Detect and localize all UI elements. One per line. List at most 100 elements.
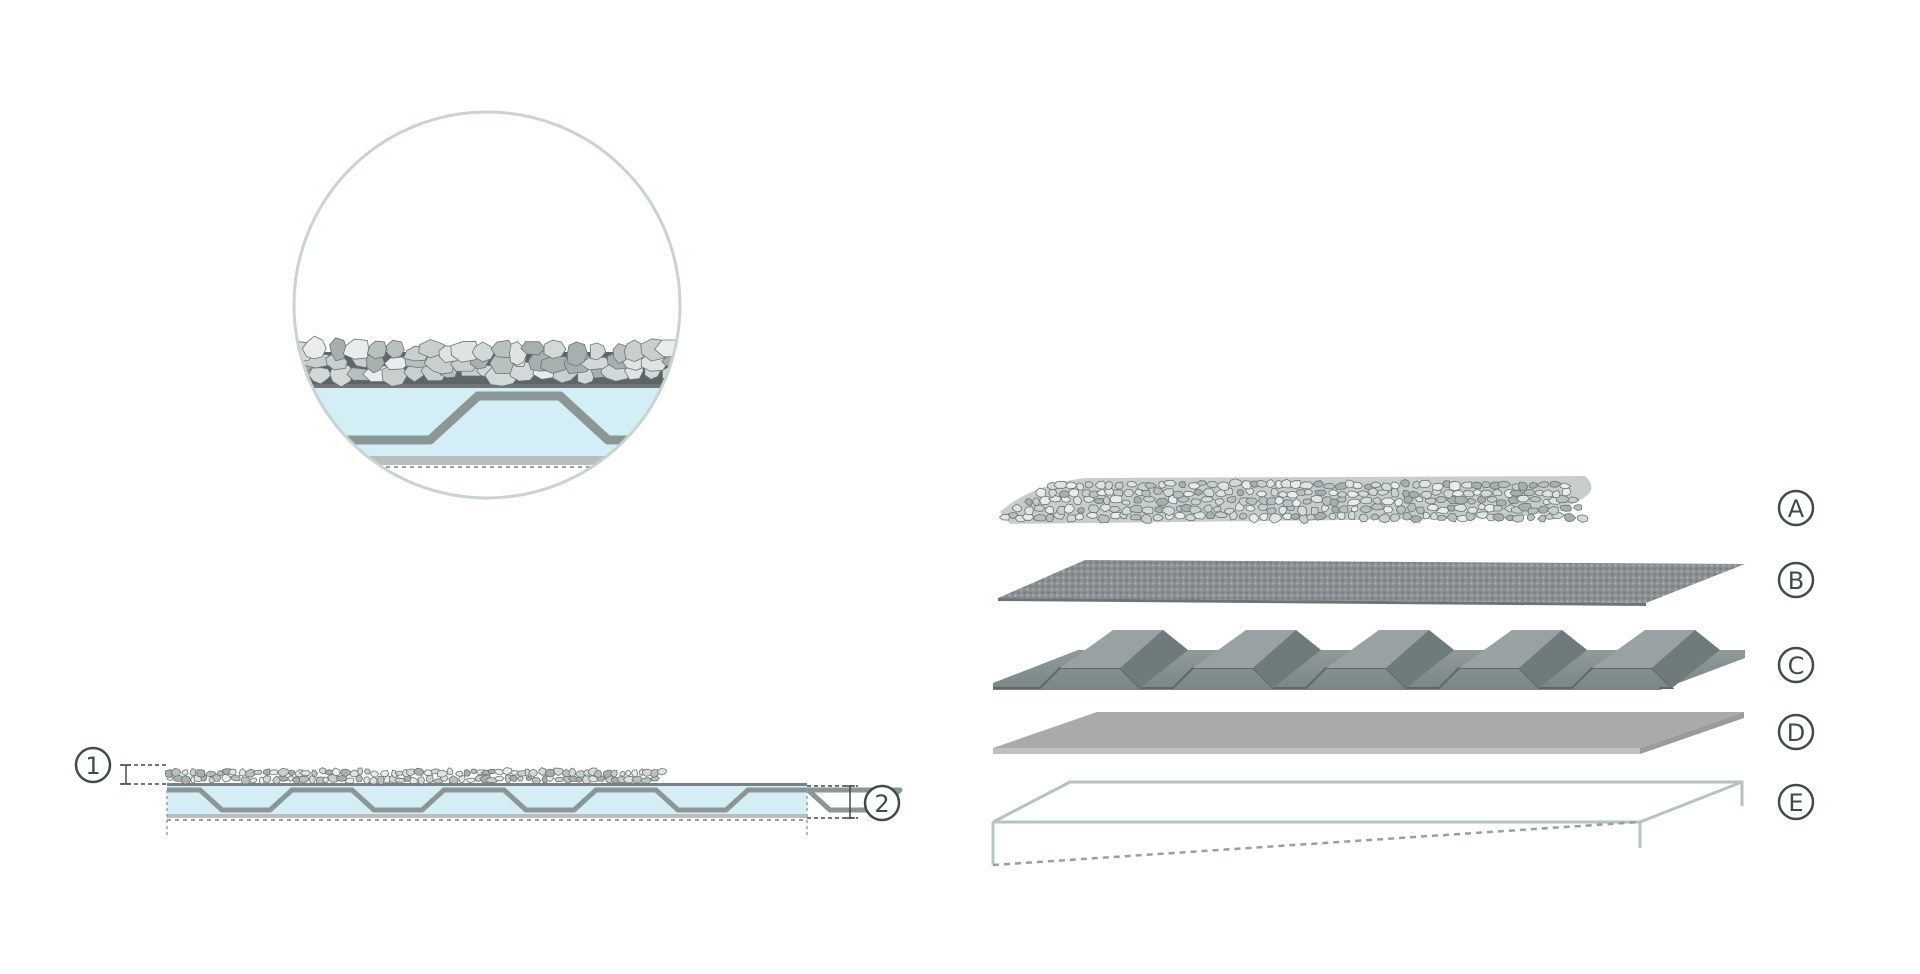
marker-c-label: C	[1788, 652, 1805, 680]
layer-a-gravel	[998, 476, 1592, 525]
layer-gravel-stone	[1427, 503, 1440, 511]
layer-gravel-stone	[1011, 503, 1023, 513]
section-gravel-stone	[345, 777, 355, 784]
layer-gravel-stone	[1359, 505, 1373, 514]
layer-gravel-stone	[1310, 494, 1324, 504]
profiled-sheet-rib	[1459, 630, 1562, 668]
section-gravel-stone	[311, 769, 318, 778]
layer-gravel-stone	[1280, 478, 1294, 489]
marker-d-label: D	[1787, 719, 1805, 747]
section-gravel-stone	[278, 767, 290, 778]
layer-gravel-stone	[1161, 505, 1176, 517]
layer-gravel-stone	[1249, 480, 1259, 488]
layer-gravel-stone	[1370, 513, 1380, 521]
layer-gravel-stone	[1302, 498, 1312, 505]
layer-gravel-stone	[1434, 496, 1448, 503]
layer-gravel-stone	[1162, 488, 1175, 498]
profiled-sheet-rib	[1060, 630, 1163, 668]
marker-a: A	[1777, 489, 1815, 527]
section-gravel-stone	[294, 769, 304, 778]
layer-gravel-stone	[1420, 490, 1432, 500]
layer-gravel-stone	[1350, 505, 1359, 513]
layer-gravel-stone	[1337, 491, 1348, 498]
layer-gravel-stone	[1270, 488, 1279, 497]
layer-gravel-stone	[1504, 514, 1516, 522]
layer-gravel-stone	[1203, 487, 1215, 497]
gravel-stone	[386, 339, 405, 359]
section-gravel-stone	[568, 767, 577, 777]
layer-gravel-stone	[1347, 498, 1361, 507]
layer-gravel-stone	[1453, 503, 1468, 512]
marker-2-label: 2	[874, 790, 889, 818]
layer-gravel-stone	[1526, 513, 1536, 522]
layer-gravel-stone	[1141, 489, 1151, 498]
section-gravel-stone	[446, 767, 454, 776]
layer-gravel-stone	[1275, 480, 1284, 489]
layer-gravel-stone	[1492, 488, 1503, 496]
layer-gravel-stone	[1228, 478, 1244, 487]
section-gravel-stone	[391, 769, 398, 778]
layer-gravel-stone	[1290, 480, 1302, 490]
layer-gravel-stone	[1528, 481, 1539, 489]
layer-gravel-stone	[1328, 489, 1339, 497]
section-gravel-stone	[630, 769, 639, 778]
layer-gravel-stone	[1549, 480, 1563, 488]
section-gravel-stone	[554, 776, 565, 783]
layer-gravel-stone	[1459, 481, 1474, 489]
layer-gravel-stone	[1406, 503, 1417, 513]
layer-gravel-stone	[1245, 497, 1258, 506]
layer-gravel-stone	[1496, 499, 1507, 507]
layer-gravel-stone	[1448, 480, 1461, 492]
zoom-detail	[292, 110, 682, 500]
profiled-sheet-rib	[1326, 630, 1429, 668]
layer-gravel-stone	[1303, 488, 1313, 496]
layer-gravel-stone	[1402, 489, 1411, 498]
layer-gravel-stone	[1081, 488, 1091, 498]
section-gravel-stone	[221, 773, 232, 783]
profiled-sheet-section	[294, 391, 680, 445]
section-gravel-stone	[593, 769, 603, 778]
section-gravel-stone	[298, 770, 312, 777]
layer-gravel-stone	[1063, 503, 1076, 514]
layer-gravel-stone	[1389, 481, 1401, 490]
layer-gravel-stone	[1236, 488, 1245, 497]
gravel-stone	[383, 356, 411, 371]
base-board	[294, 456, 670, 465]
section-gravel-stone	[575, 776, 584, 783]
section-gravel-stone	[268, 769, 279, 775]
layer-gravel-stone	[1152, 514, 1164, 522]
section-gravel-stone	[466, 777, 477, 784]
layer-gravel-stone	[1504, 489, 1514, 498]
layer-gravel-stone	[998, 513, 1011, 521]
section-gravel-stone	[318, 767, 327, 775]
layer-b-membrane	[998, 560, 1745, 606]
layer-gravel-stone	[1390, 487, 1400, 498]
section-membrane	[167, 783, 807, 786]
section-gravel-stone	[277, 775, 290, 782]
layer-gravel-stone	[1155, 497, 1170, 507]
layer-gravel-stone	[1290, 512, 1301, 521]
layer-gravel-stone	[1359, 496, 1372, 505]
marker-1-label: 1	[85, 752, 100, 780]
layer-gravel-stone	[1172, 490, 1185, 499]
layer-gravel-stone	[1409, 515, 1423, 523]
section-gravel-stone	[204, 770, 217, 778]
layer-gravel-stone	[1481, 481, 1492, 489]
layer-gravel-stone	[1121, 499, 1131, 506]
layer-gravel-stone	[1415, 495, 1424, 503]
layer-gravel-stone	[1529, 495, 1542, 503]
layer-gravel-stone	[1008, 511, 1019, 519]
layer-gravel-stone	[1559, 482, 1572, 490]
layer-gravel-stone	[1509, 489, 1525, 497]
layer-gravel-stone	[1380, 497, 1396, 506]
section-board	[167, 814, 807, 818]
gravel-stone	[520, 341, 545, 356]
layer-gravel-stone	[1576, 514, 1589, 523]
layer-gravel-stone	[1112, 489, 1124, 497]
layer-gravel-stone	[1178, 481, 1186, 489]
layer-gravel-stone	[1024, 506, 1034, 516]
section-gravel-stone	[525, 775, 533, 782]
section-gravel-stone	[228, 768, 237, 776]
marker-c-circle	[1777, 646, 1815, 684]
layer-gravel-stone	[1358, 513, 1369, 523]
